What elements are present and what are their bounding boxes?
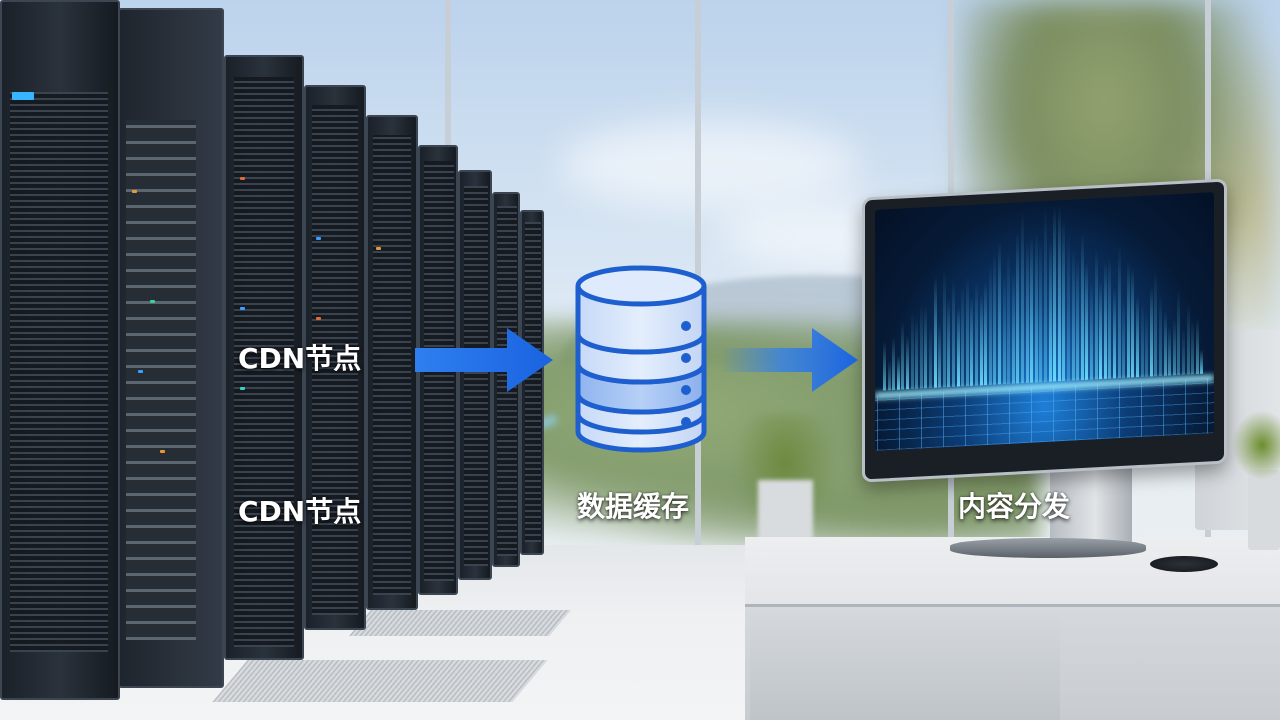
desk-drawer bbox=[750, 612, 1060, 720]
screen-visual-bar bbox=[1195, 318, 1199, 375]
screen-visual-bar bbox=[1186, 304, 1190, 375]
server-rack bbox=[458, 170, 492, 580]
screen-visual-bar bbox=[906, 336, 909, 390]
screen-visual-bar bbox=[1048, 238, 1052, 382]
screen-visual-bar bbox=[1039, 239, 1043, 383]
screen-visual-bar bbox=[919, 302, 923, 389]
screen-visual-bar bbox=[952, 279, 955, 387]
server-rack bbox=[366, 115, 418, 610]
arrow-right-icon bbox=[415, 328, 553, 392]
screen-visual-bar bbox=[993, 252, 997, 385]
floor-vent bbox=[212, 660, 548, 702]
screen-visual-bar bbox=[942, 268, 946, 388]
server-rack bbox=[0, 0, 120, 700]
screen-visual-bar bbox=[1080, 233, 1084, 381]
floor-vent bbox=[349, 610, 571, 636]
screen-visual-bar bbox=[1191, 320, 1195, 375]
mouse bbox=[1150, 556, 1218, 572]
screen-visual-bar bbox=[1122, 299, 1126, 378]
screen-visual-bar bbox=[1163, 310, 1167, 376]
screen-visual-bar bbox=[1090, 280, 1093, 380]
screen-visual-bar bbox=[1131, 267, 1135, 378]
monitor bbox=[862, 178, 1227, 483]
screen-visual-bar bbox=[1053, 206, 1057, 382]
screen-visual-bar bbox=[1172, 319, 1176, 376]
screen-visual-bar bbox=[1136, 296, 1139, 378]
screen-visual-bar bbox=[1016, 231, 1020, 384]
screen-visual-bar bbox=[1062, 218, 1066, 382]
screen-visual-bar bbox=[1011, 272, 1015, 384]
content-delivery-label: 内容分发 bbox=[958, 490, 1071, 523]
screen-visual-bar bbox=[1057, 204, 1061, 382]
server-rack bbox=[520, 210, 544, 555]
screen-visual-bar bbox=[975, 281, 978, 386]
screen-visual-bar bbox=[910, 310, 914, 390]
screen-visual-bar bbox=[1140, 302, 1144, 377]
database-icon bbox=[575, 265, 707, 453]
screen-visual-bar bbox=[1071, 249, 1075, 381]
screen-visual-bar bbox=[1200, 350, 1204, 374]
screen-visual-bar bbox=[892, 336, 896, 390]
screen-visual-bar bbox=[1117, 244, 1121, 379]
screen-visual-bar bbox=[1108, 257, 1112, 379]
screen-visual-bar bbox=[1177, 288, 1181, 376]
screen-visual-bar bbox=[1103, 262, 1107, 379]
screen-visual-bar bbox=[883, 340, 886, 391]
screen-visual-bar bbox=[901, 321, 905, 390]
screen-visual-bar bbox=[961, 286, 965, 387]
screen-visual-bar bbox=[933, 276, 937, 388]
screen-visual-bar bbox=[1021, 211, 1024, 384]
server-rack bbox=[224, 55, 304, 660]
monitor-stand bbox=[1050, 468, 1132, 546]
desk-plant-pot bbox=[1248, 470, 1280, 550]
screen-visual-bar bbox=[1099, 281, 1103, 380]
screen-visual-bar bbox=[1007, 251, 1011, 384]
screen-visual-bar bbox=[1149, 286, 1153, 377]
cdn-node-label-top: CDN节点 bbox=[238, 342, 362, 375]
screen-visual-bar bbox=[929, 325, 932, 389]
screen-visual-bar bbox=[1044, 207, 1047, 383]
screen-visual-bar bbox=[956, 305, 960, 387]
screen-visual-bar bbox=[1159, 294, 1162, 376]
arrow-right-icon bbox=[720, 328, 858, 392]
screen-visual-bar bbox=[988, 264, 992, 385]
screen-visual-bar bbox=[965, 276, 969, 387]
screen-visual-bar bbox=[1085, 261, 1089, 380]
screen-visual-bar bbox=[1168, 326, 1172, 376]
screen-visual-bar bbox=[998, 240, 1001, 385]
cloud bbox=[560, 120, 860, 210]
screen-visual-bar bbox=[979, 294, 983, 386]
screen-visual-bar bbox=[915, 316, 919, 389]
monitor-base bbox=[950, 538, 1146, 558]
screen-visual-bar bbox=[887, 360, 891, 391]
screen-visual-bar bbox=[1182, 329, 1185, 375]
screen-visual-bar bbox=[1025, 239, 1029, 383]
screen-visual-bar bbox=[896, 355, 900, 390]
monitor-screen bbox=[875, 192, 1214, 451]
cdn-node-label-bottom: CDN节点 bbox=[238, 495, 362, 528]
server-rack bbox=[304, 85, 366, 630]
background-pot bbox=[758, 480, 813, 540]
screen-visual-bar bbox=[938, 322, 942, 388]
screen-visual-bar bbox=[947, 297, 951, 388]
screen-visual-bar bbox=[984, 281, 988, 386]
screen-visual-bar bbox=[1030, 235, 1034, 383]
desk-plant bbox=[1232, 410, 1280, 480]
screen-visual-bar bbox=[1034, 231, 1038, 383]
window-frame bbox=[695, 0, 701, 545]
screen-visual-bar bbox=[1145, 310, 1149, 377]
screen-visual-bar bbox=[1126, 261, 1130, 378]
screen-visual-bar bbox=[1113, 287, 1116, 379]
screen-visual-bar bbox=[1067, 233, 1070, 381]
server-rack bbox=[118, 8, 224, 688]
screen-visual-bar bbox=[1002, 274, 1006, 385]
screen-visual-bar bbox=[1076, 259, 1080, 381]
screen-visual-bar bbox=[924, 306, 928, 389]
screen-visual-bar bbox=[1094, 248, 1098, 380]
screen-visual-bar bbox=[1154, 270, 1158, 377]
screen-visual-bar bbox=[970, 296, 974, 386]
server-rack bbox=[492, 192, 520, 567]
data-cache-label: 数据缓存 bbox=[577, 490, 690, 523]
